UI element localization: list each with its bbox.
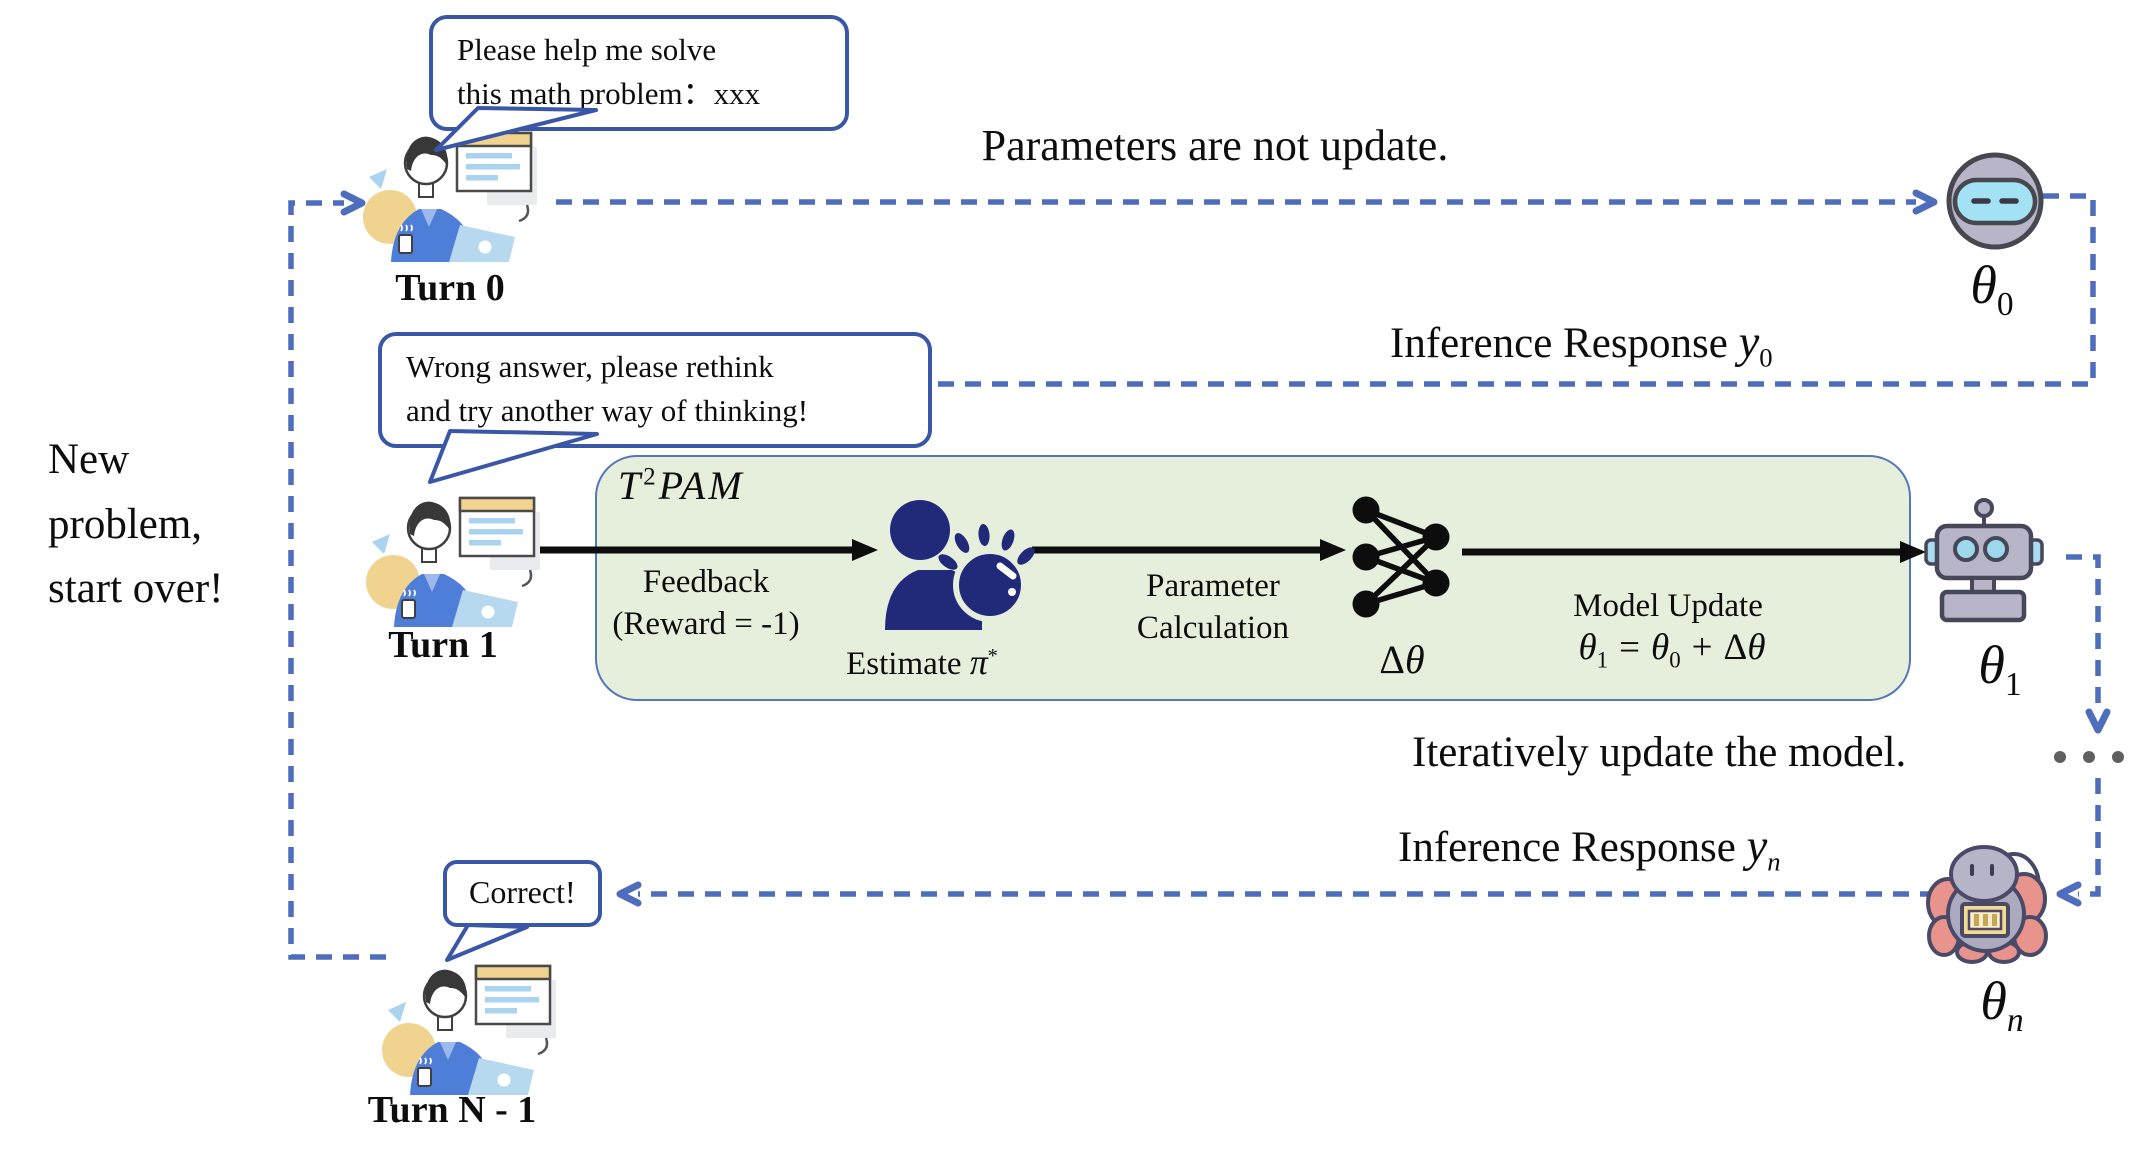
t2pam-title: T2PAM (618, 463, 745, 508)
reward-label: (Reward = -1) (612, 606, 800, 642)
theta1-label: θ1 (1978, 635, 2022, 703)
new-problem-line3: start over! (48, 565, 224, 612)
neural-network-icon (1352, 496, 1450, 618)
inference-response-y0-label: Inference Response y0 (1390, 317, 1773, 373)
theta0-label: θ0 (1970, 255, 2014, 323)
person-at-laptop-icon-turn1 (364, 496, 542, 629)
model-update-equation: θ1 = θ0 + Δθ (1578, 627, 1766, 673)
speech-bubble-request-line1: Please help me solve (457, 32, 717, 67)
turnN-label: Turn N - 1 (367, 1089, 537, 1131)
iteratively-update-note: Iteratively update the model. (1412, 729, 1907, 776)
robot-theta0-icon (1946, 152, 2044, 250)
dashed-arrow-new-problem-loop (288, 190, 386, 960)
parameter-label: Parameter (1146, 568, 1280, 604)
t2pam-box (595, 455, 1911, 701)
turn1-label: Turn 1 (388, 624, 498, 666)
speech-bubble-request: Please help me solve this math problem：x… (429, 15, 849, 132)
delta-theta-label: Δθ (1379, 637, 1425, 682)
new-problem-note: New problem, start over! (48, 428, 224, 622)
parameters-note: Parameters are not update. (981, 121, 1449, 170)
robot-thetan-icon (1926, 845, 2048, 964)
person-at-laptop-icon-turn0 (361, 131, 539, 264)
feedback-label: Feedback (642, 564, 770, 600)
speech-bubble-feedback: Wrong answer, please rethink and try ano… (378, 332, 932, 449)
speech-bubble-correct: Correct! (443, 860, 602, 928)
speech-bubble-feedback-line1: Wrong answer, please rethink (406, 349, 774, 384)
estimate-policy-icon (885, 500, 1035, 630)
ellipsis-dots-icon (2054, 751, 2124, 763)
dashed-arrow-theta1-down (2066, 554, 2111, 734)
person-at-laptop-icon-turnN (380, 964, 558, 1097)
estimate-pi-label: Estimate π* (846, 642, 998, 682)
dashed-arrow-inference-y0 (882, 193, 2096, 397)
calculation-label: Calculation (1136, 610, 1290, 646)
speech-bubble-request-line2: this math problem：xxx (457, 76, 761, 112)
speech-bubble-correct-text: Correct! (469, 874, 576, 910)
speech-bubble-feedback-line2: and try another way of thinking! (406, 393, 809, 429)
model-update-label: Model Update (1573, 588, 1763, 624)
thetan-label: θn (1980, 971, 2024, 1039)
inference-response-yn-label: Inference Response yn (1398, 821, 1781, 877)
new-problem-line2: problem, (48, 500, 203, 548)
new-problem-line1: New (48, 436, 130, 483)
turn0-label: Turn 0 (395, 267, 505, 309)
dashed-arrow-to-thetan (2056, 778, 2101, 907)
robot-theta1-icon (1924, 498, 2044, 623)
